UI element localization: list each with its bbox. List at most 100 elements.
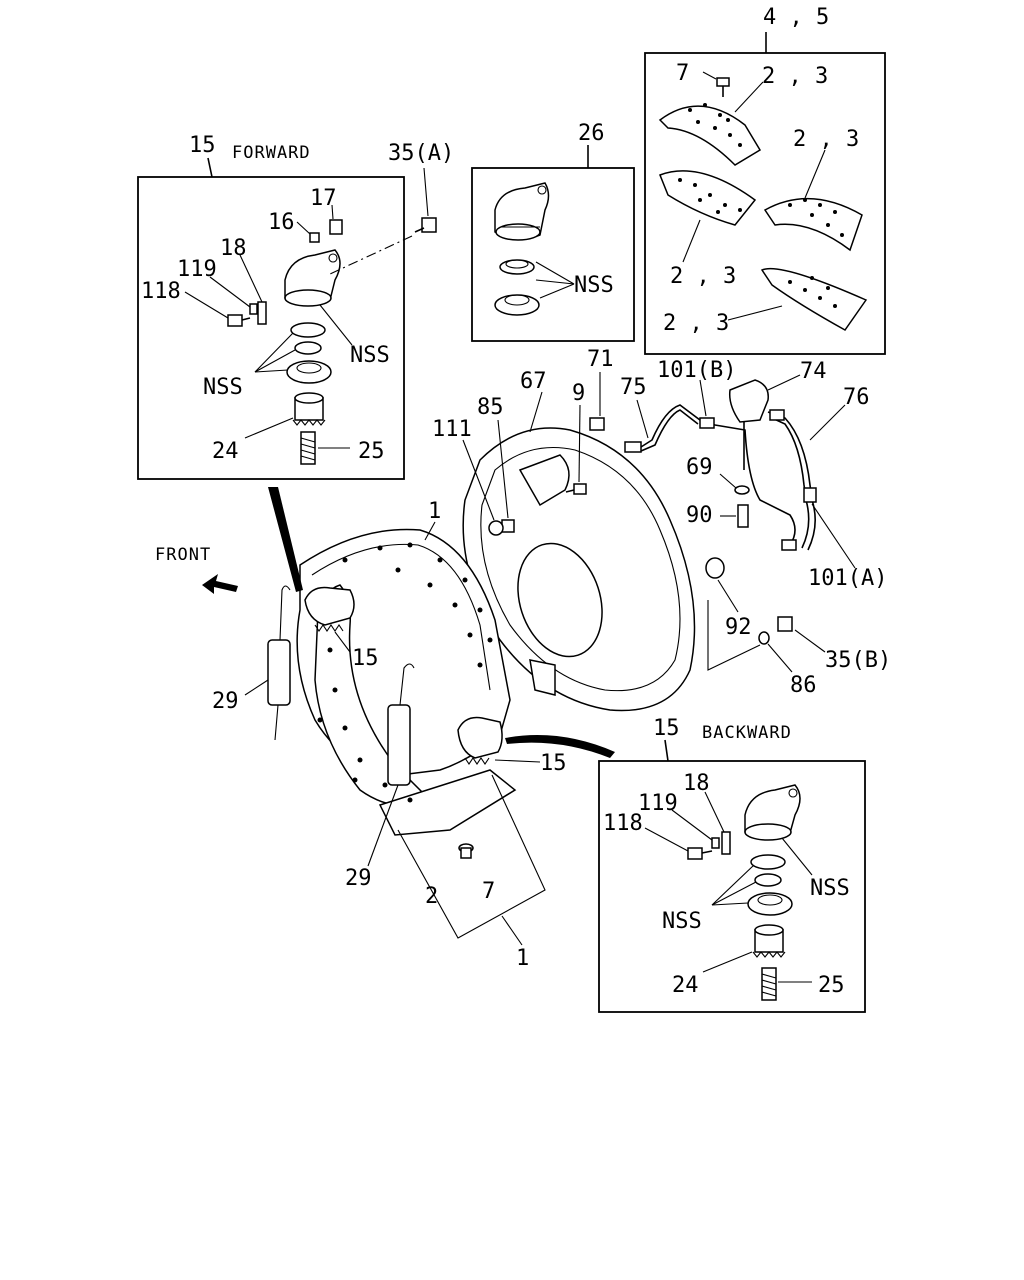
callout-15-backward: 15 — [653, 716, 680, 741]
plug-92: 92 — [705, 557, 752, 640]
bolt-118-backward — [644, 827, 713, 860]
callout-2-3-a: 2 , 3 — [762, 64, 828, 89]
callout-17: 17 — [310, 186, 337, 211]
callout-bracket-1: 2 1 — [397, 774, 546, 971]
backward-pointer-arrow — [505, 735, 615, 758]
spring-25 — [300, 431, 350, 465]
callout-74: 74 — [800, 359, 827, 384]
brake-lining-c — [763, 149, 863, 252]
brake-hose-76: 76 101(A) — [767, 385, 887, 591]
backward-adjuster-box: 15 BACKWARD — [598, 716, 866, 1013]
washer-86: 86 — [758, 631, 817, 698]
callout-2-3-b: 2 , 3 — [793, 127, 859, 152]
bolt-35a: 35(A) — [329, 141, 454, 275]
callout-101a: 101(A) — [808, 566, 887, 591]
callout-118-forward: 118 — [141, 279, 181, 304]
callout-26: 26 — [578, 121, 605, 146]
forward-adjuster-housing — [284, 249, 341, 307]
callout-7-lower: 7 — [482, 879, 495, 904]
callout-90: 90 — [686, 503, 713, 528]
backward-seal-rings — [747, 854, 793, 916]
pin-18 — [239, 254, 267, 325]
lining-detail-box: 4 , 5 7 2 , 3 2 , 3 2 , 3 2 , 3 — [644, 5, 886, 355]
caption-front: FRONT — [155, 545, 211, 565]
callout-86: 86 — [790, 673, 817, 698]
callout-15-mid: 15 — [352, 646, 379, 671]
spring-25-backward — [761, 967, 812, 1001]
forward-pointer-arrow — [268, 487, 303, 592]
caption-forward: FORWARD — [232, 143, 311, 163]
adjuster-15-lower: 15 — [457, 716, 615, 776]
brake-pipe-75: 75 101(B) — [620, 358, 797, 551]
callout-29-bottom: 29 — [345, 866, 372, 891]
callout-69: 69 — [686, 455, 713, 480]
front-arrow-icon — [202, 574, 238, 594]
pin-18-backward — [704, 791, 731, 855]
callout-24-forward: 24 — [212, 439, 239, 464]
return-spring-29-left: 29 — [212, 585, 291, 741]
callout-15-forward: 15 — [189, 133, 216, 158]
callout-2: 2 — [425, 884, 438, 909]
backing-plate-67: 67 — [462, 369, 696, 712]
callout-119-forward: 119 — [177, 257, 217, 282]
callout-29-left: 29 — [212, 689, 239, 714]
part-26-detail-box: 26 NSS — [471, 121, 635, 342]
callout-2-3-c: 2 , 3 — [670, 264, 736, 289]
washer-119-backward — [671, 809, 720, 849]
nipple-85: 85 — [477, 395, 515, 533]
seal-ring-part — [499, 259, 535, 275]
cap-111: 111 — [432, 417, 504, 536]
callout-9: 9 — [572, 381, 585, 406]
bushing-part — [494, 294, 540, 316]
forward-seal-rings — [286, 322, 332, 384]
tee-74: 74 — [728, 359, 827, 470]
callout-25-forward: 25 — [358, 439, 385, 464]
callout-nss-forward-1: NSS — [350, 343, 390, 368]
adjuster-15-top: 15 — [304, 586, 379, 671]
callout-111: 111 — [432, 417, 472, 442]
worm-gear-24-backward — [702, 924, 786, 973]
bolt-90: 90 — [686, 503, 749, 528]
callout-nss-backward-1: NSS — [810, 876, 850, 901]
brake-lining-d — [727, 267, 868, 331]
callout-76: 76 — [843, 385, 870, 410]
callout-4-5: 4 , 5 — [763, 5, 829, 30]
callout-35b: 35(B) — [825, 648, 891, 673]
caption-backward: BACKWARD — [702, 723, 792, 743]
forward-adjuster-box: 15 FORWARD — [137, 133, 405, 480]
leader-bracket-right — [707, 600, 761, 671]
adjuster-housing-part — [494, 182, 550, 241]
callout-7-rivet: 7 — [676, 61, 689, 86]
bolt-35b: 35(B) — [777, 616, 891, 673]
rivet-7-lower: 7 — [458, 843, 495, 904]
return-spring-29-right: 29 — [345, 663, 415, 891]
callout-35a: 35(A) — [388, 141, 454, 166]
callout-71: 71 — [587, 347, 614, 372]
backward-adjuster-housing — [744, 784, 801, 841]
callout-18-forward: 18 — [220, 236, 247, 261]
callout-118-backward: 118 — [603, 811, 643, 836]
callout-nss-26: NSS — [574, 273, 614, 298]
callout-1-top: 1 — [428, 499, 441, 524]
callout-2-3-d: 2 , 3 — [663, 311, 729, 336]
front-direction-indicator: FRONT — [155, 545, 238, 594]
callout-24-backward: 24 — [672, 973, 699, 998]
bolt-9: 9 — [565, 381, 587, 495]
callout-18-backward: 18 — [683, 771, 710, 796]
bolt-118 — [184, 291, 251, 327]
brake-lining-a — [658, 81, 764, 166]
callout-75: 75 — [620, 375, 647, 400]
callout-67: 67 — [520, 369, 547, 394]
callout-92: 92 — [725, 615, 752, 640]
rivet-part — [702, 71, 730, 97]
callout-119-backward: 119 — [638, 791, 678, 816]
bolt-17 — [329, 204, 343, 235]
callout-1-bottom: 1 — [516, 946, 529, 971]
callout-16: 16 — [268, 210, 295, 235]
callout-85: 85 — [477, 395, 504, 420]
brake-lining-b — [659, 170, 757, 263]
washer-69: 69 — [686, 455, 750, 495]
fitting-71: 71 — [587, 347, 614, 431]
callout-25-backward: 25 — [818, 973, 845, 998]
